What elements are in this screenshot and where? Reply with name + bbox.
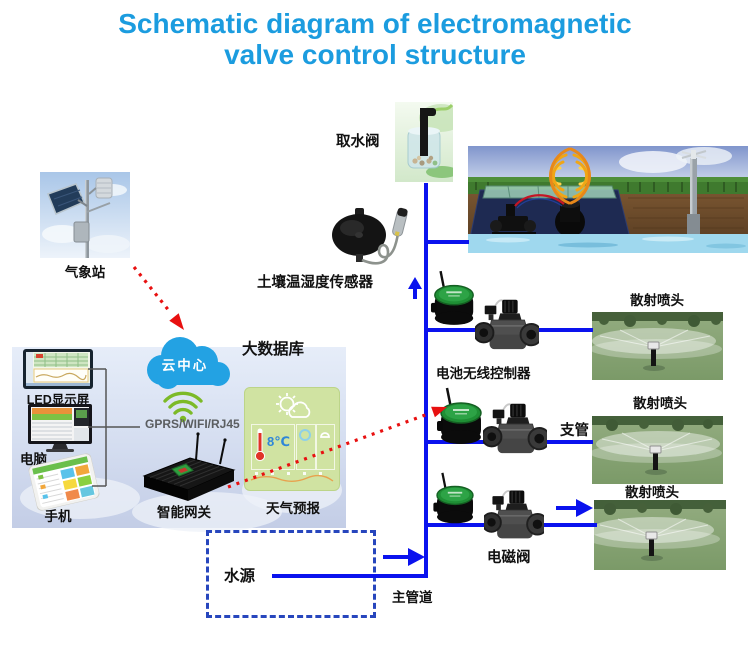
computer-label: 电脑 [20,452,47,467]
wifi-icon [158,390,208,424]
sprinkler-image-1 [592,312,723,380]
page-title: Schematic diagram of electromagnetic val… [0,8,750,70]
sprinkler-label-1: 散射喷头 [630,293,684,308]
cloud-center-label: 云中心 [161,358,209,373]
station-to-cloud-arrow [132,266,172,313]
led-display-image [23,349,93,389]
sun-cloud-icon [276,393,311,418]
wireless-controller-2 [436,386,486,448]
sprinkler-label-2: 散射喷头 [633,396,687,411]
solenoid-valve-label: 电磁阀 [487,550,531,566]
intake-valve-label: 取水阀 [336,134,380,150]
big-database-label: 大数据库 [242,341,305,358]
soil-sensor-label: 土壤温湿度传感器 [257,275,373,291]
buried-valve-scene-image [468,146,748,253]
branch-flow-arrow [576,499,593,517]
weather-station-label: 气象站 [64,265,106,280]
weather-station-image [40,172,130,258]
water-source-label: 水源 [224,568,256,585]
solenoid-valve-1 [475,292,539,354]
sprinkler-image-3 [594,500,726,570]
phone-label: 手机 [44,509,72,524]
weather-forecast-panel: 8℃ [244,387,340,491]
sprinkler-image-2 [592,416,723,484]
computer-image [28,404,92,454]
flow-up-arrow [408,277,422,289]
solenoid-valve-2 [483,396,547,458]
main-pipeline-label: 主管道 [392,590,433,605]
soil-sensor-image [328,206,416,268]
gateway-label: 智能网关 [157,505,211,520]
branch-pipe-label: 支管 [560,423,589,439]
intake-valve-image [395,102,453,182]
wireless-signal-icon [549,147,591,205]
led-display-label: LED显示屏 [26,393,90,407]
title-line-1: Schematic diagram of electromagnetic [118,8,632,39]
title-line-2: valve control structure [224,39,526,70]
solenoid-valve-3 [484,482,544,544]
forecast-temperature: 8℃ [267,434,290,449]
wireless-controller-3 [431,472,479,526]
thermometer-icon [254,428,266,462]
control-box [73,221,90,243]
weather-forecast-label: 天气预报 [266,501,320,516]
source-flow-arrow [408,548,425,566]
sprinkler-label-3: 散射喷头 [625,485,679,500]
forecast-graph [250,472,334,482]
popup-sprinkler [681,150,707,238]
wireless-controller-1 [430,270,478,328]
cloud-icon [135,330,235,394]
gateway-image [138,432,238,504]
network-label: GPRS/WIFI/RJ45 [145,417,240,431]
battery-controller-label: 电池无线控制器 [436,366,531,381]
phone-image [28,452,101,511]
